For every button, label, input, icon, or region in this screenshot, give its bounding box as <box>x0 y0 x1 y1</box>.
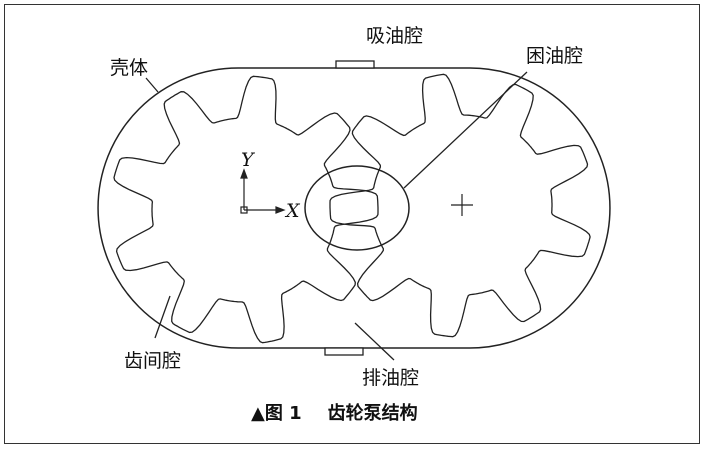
discharge-leader <box>354 322 395 361</box>
trapped-oil-ellipse <box>304 165 410 251</box>
tooth-space-label: 齿间腔 <box>124 350 181 372</box>
discharge-chamber-label: 排油腔 <box>362 367 419 389</box>
right-gear <box>329 73 591 338</box>
coordinate-axes <box>240 168 286 214</box>
caption-marker: ▲ <box>251 403 265 424</box>
caption-title: 齿轮泵结构 <box>328 402 418 424</box>
figure-caption: ▲图 1 齿轮泵结构 <box>251 402 418 424</box>
caption-number: 图 1 <box>265 403 302 424</box>
suction-port-tab <box>335 60 375 69</box>
right-gear-center-mark <box>451 194 473 216</box>
discharge-port-tab <box>324 347 364 356</box>
tooth-space-leader <box>154 295 171 339</box>
y-axis-label: Y <box>241 149 256 171</box>
suction-chamber-label: 吸油腔 <box>366 25 423 47</box>
housing-label: 壳体 <box>110 57 148 79</box>
pump-housing <box>97 67 611 349</box>
figure-frame <box>4 4 700 444</box>
left-gear <box>113 75 379 344</box>
trapped-oil-leader <box>403 71 528 189</box>
trapped-oil-chamber-label: 困油腔 <box>526 45 583 67</box>
x-axis-label: X <box>284 200 301 222</box>
housing-leader <box>145 77 159 93</box>
